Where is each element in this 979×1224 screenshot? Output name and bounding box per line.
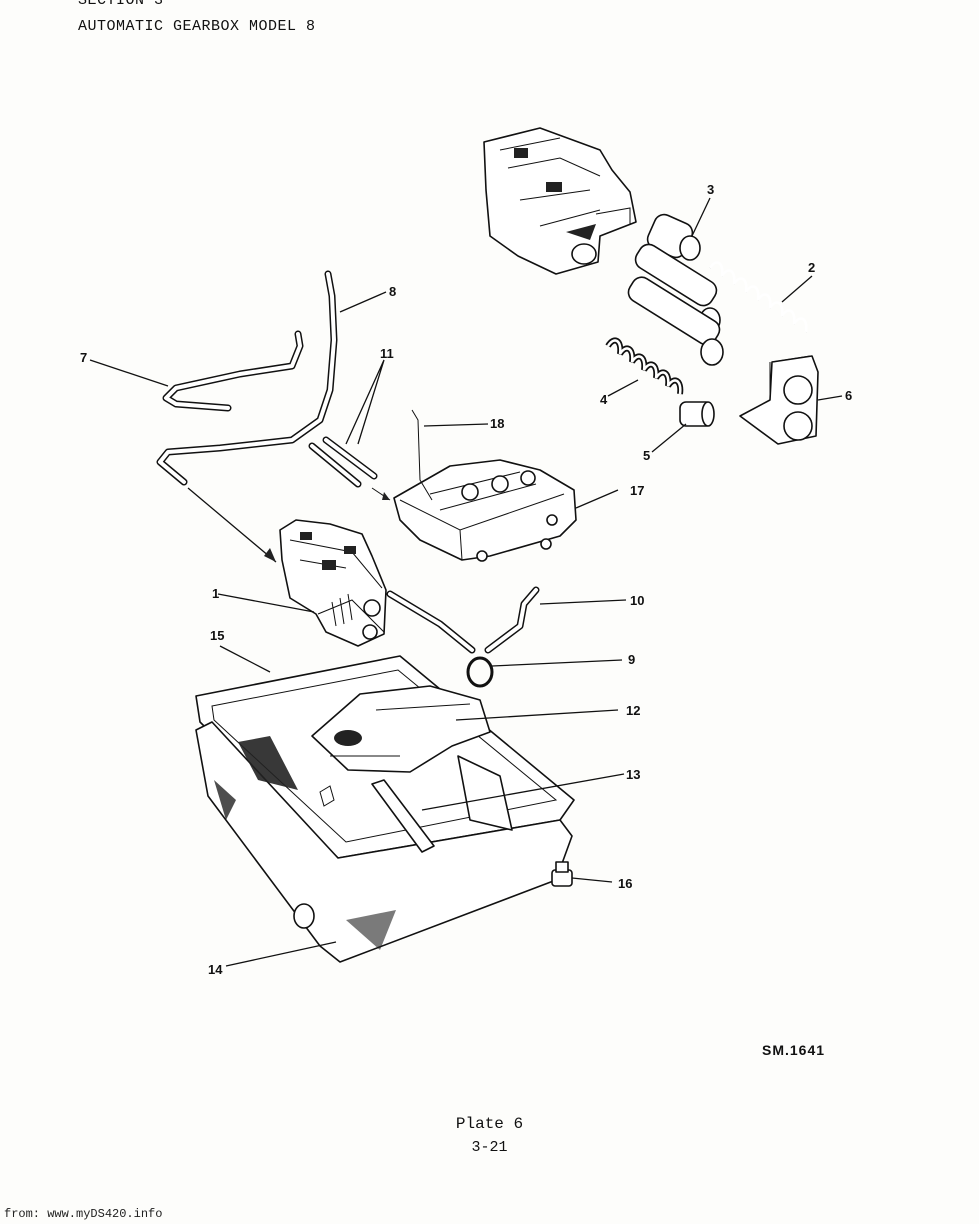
valve-spools [627,243,724,366]
dipstick-9 [466,656,494,688]
page-title: AUTOMATIC GEARBOX MODEL 8 [78,18,316,35]
callout-14: 14 [208,962,223,977]
callout-15: 15 [210,628,224,643]
callout-17: 17 [630,483,644,498]
tubes-11 [308,436,378,488]
callout-13: 13 [626,767,640,782]
callout-5: 5 [643,448,650,463]
valve-plug-3 [646,213,701,261]
callout-12: 12 [626,703,640,718]
callout-4: 4 [600,392,608,407]
tube-8 [156,270,338,486]
callout-6: 6 [845,388,852,403]
tube-7 [162,330,304,412]
tube-10 [386,586,540,654]
assembly-arrow [187,487,277,563]
filter-12 [311,685,491,773]
end-plate-6 [739,355,819,445]
leader-lines [89,197,843,967]
callout-3: 3 [707,182,714,197]
source-watermark: from: www.myDS420.info [4,1207,163,1221]
callout-11: 11 [380,346,394,361]
callout-7: 7 [80,350,87,365]
callout-10: 10 [630,593,644,608]
spring-2 [708,261,808,333]
callout-8: 8 [389,284,396,299]
valve-body-17 [371,409,577,562]
callout-9: 9 [628,652,635,667]
page-number: 3-21 [471,1139,508,1156]
reference-code: SM.1641 [762,1042,826,1058]
callout-2: 2 [808,260,815,275]
filter-pipe-13 [319,755,513,853]
plate-label: Plate 6 [455,1115,524,1133]
callout-18: 18 [490,416,504,431]
upper-valve-body [483,127,637,275]
callouts: 1 2 3 4 5 6 7 8 9 10 11 12 13 14 15 16 1… [80,182,852,977]
valve-assembly-1 [279,519,387,647]
callout-1: 1 [212,586,219,601]
section-heading: SECTION 3 [78,0,164,9]
oil-pan-14 [195,721,573,963]
spring-4 [605,337,684,395]
plug-5 [679,401,715,427]
callout-16: 16 [618,876,632,891]
